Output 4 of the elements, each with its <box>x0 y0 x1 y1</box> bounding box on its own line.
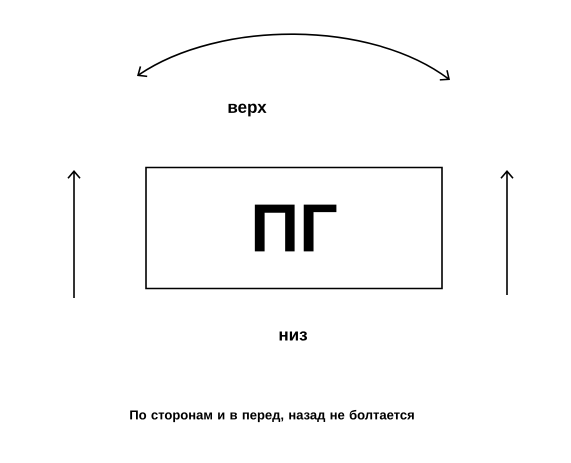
top-label: верх <box>228 104 267 116</box>
labeled-box: ПГ <box>145 166 443 290</box>
bottom-label: низ <box>280 331 308 341</box>
note-text: По сторонам и в перед, назад не болтается <box>130 410 414 422</box>
